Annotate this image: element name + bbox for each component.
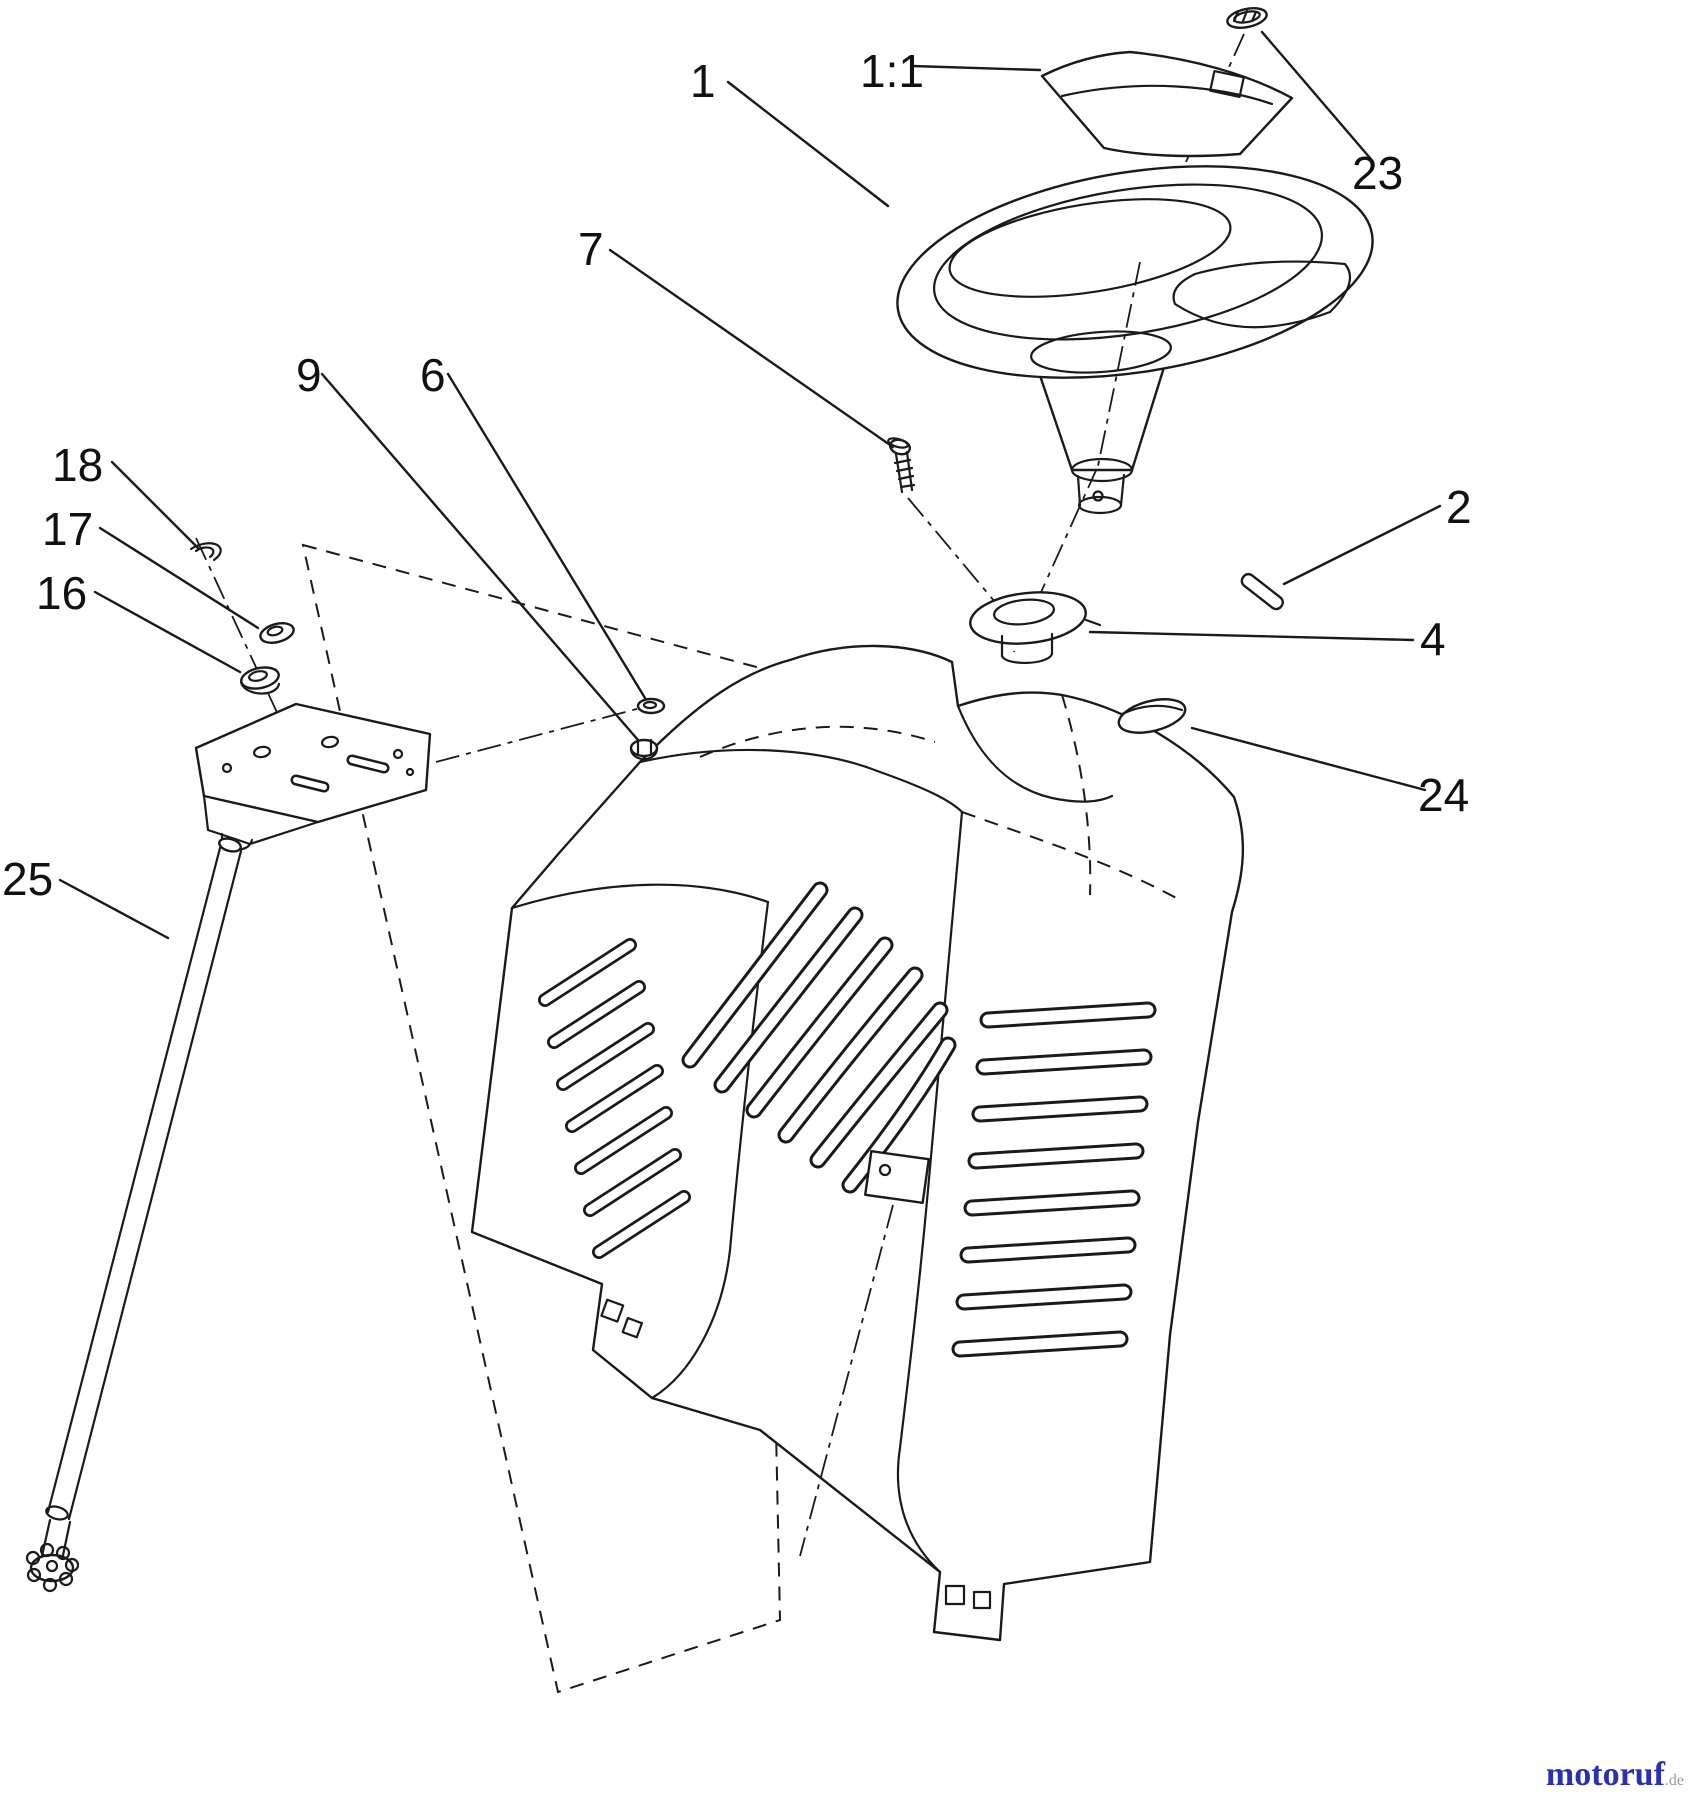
mounting-bracket: [194, 702, 432, 851]
brand-tld: .de: [1664, 1772, 1684, 1789]
callout-label-24: 24: [1418, 769, 1470, 821]
callout-label-4: 4: [1420, 613, 1446, 665]
wheel-cap-detail: [1040, 50, 1294, 158]
lock-washer-18: [189, 542, 222, 562]
cap-insert-23: [1226, 7, 1268, 29]
dashed-boundary-box: [301, 543, 782, 1694]
callout-label-9: 9: [296, 349, 322, 401]
locknut-9: [629, 738, 659, 761]
left-vent-slats: [538, 938, 691, 1259]
front-vent-slats: [681, 881, 957, 1194]
callout-label-1-1: 1:1: [860, 45, 924, 97]
brand-name: motoruf: [1545, 1756, 1665, 1793]
brand-watermark: motoruf.de: [1546, 1756, 1684, 1794]
callout-label-25: 25: [2, 853, 54, 905]
leader-lines: [58, 30, 1442, 940]
washer-17: [259, 622, 295, 644]
dash-cap-24: [1117, 698, 1187, 734]
callout-label-2: 2: [1446, 481, 1472, 533]
console-tower: [470, 644, 1245, 1642]
roll-pin-2: [1240, 572, 1284, 611]
right-vent-slats: [951, 1001, 1157, 1358]
callout-label-17: 17: [42, 503, 94, 555]
callout-label-23: 23: [1352, 147, 1404, 199]
callout-label-7: 7: [578, 223, 604, 275]
callout-label-18: 18: [52, 439, 104, 491]
callout-label-1: 1: [690, 55, 716, 107]
steering-bezel-4: [969, 591, 1102, 665]
steering-wheel: [896, 165, 1374, 379]
centerlines: [195, 465, 1099, 819]
callout-label-16: 16: [36, 567, 88, 619]
steering-shaft: [25, 837, 243, 1593]
bushing-16: [239, 666, 281, 695]
washer-6: [636, 697, 666, 715]
callout-label-6: 6: [420, 349, 446, 401]
